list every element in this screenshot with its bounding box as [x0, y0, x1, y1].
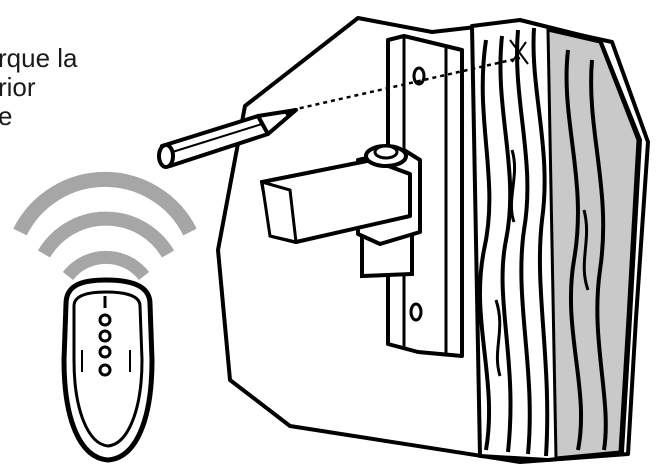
remote-button-4 — [100, 365, 110, 375]
screw-hole-bottom — [411, 304, 421, 320]
wireless-signal-icon — [20, 179, 190, 276]
remote-button-1 — [100, 315, 110, 325]
remote-button-2 — [100, 331, 110, 341]
remote-control-icon — [64, 280, 152, 460]
door-edge-wood — [472, 20, 640, 460]
remote-button-3 — [100, 347, 110, 357]
